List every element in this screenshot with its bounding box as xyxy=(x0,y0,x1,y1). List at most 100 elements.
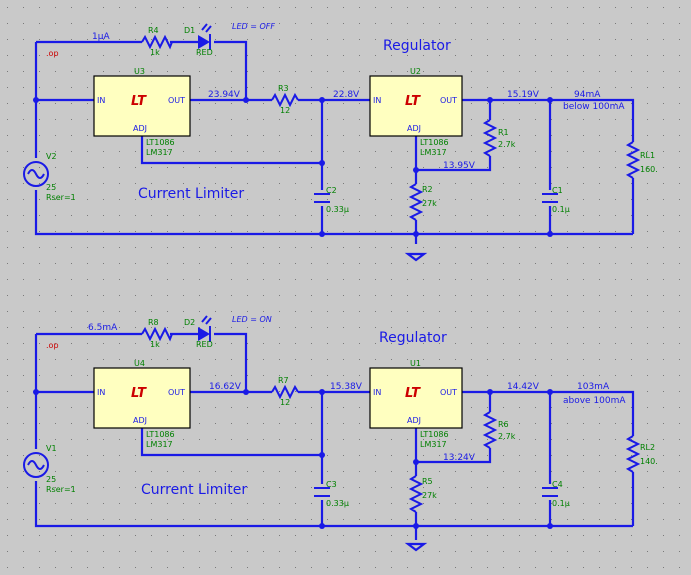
ic-pin-out: OUT xyxy=(168,96,185,105)
load-name: RL2 xyxy=(640,443,655,452)
junction xyxy=(33,389,39,395)
cap-name: C1 xyxy=(552,186,563,195)
regulator-ic[interactable]: IN OUT ADJ LT U2 LT1086 LM317 xyxy=(369,67,463,157)
ic-alt: LM317 xyxy=(146,440,173,449)
current-limiter-ic[interactable]: IN OUT ADJ LT U3 LT1086 LM317 xyxy=(93,67,191,157)
load-note: above 100mA xyxy=(563,396,626,406)
ic-pin-out: OUT xyxy=(440,388,457,397)
ic-name: U4 xyxy=(134,359,145,368)
ic-name: U3 xyxy=(134,67,145,76)
ground-icon xyxy=(404,542,428,552)
resistor-top[interactable]: R1 2.7k xyxy=(482,119,516,157)
junction xyxy=(413,459,419,465)
junction xyxy=(319,452,325,458)
r-bot-value: 27k xyxy=(422,199,437,208)
resistor-sense[interactable]: R7 12 xyxy=(271,376,299,407)
load-current-label: 103mA xyxy=(577,382,610,392)
junction xyxy=(243,389,249,395)
r-sense-value: 12 xyxy=(280,398,290,407)
ic-pin-out: OUT xyxy=(440,96,457,105)
r-led-name: R8 xyxy=(148,318,159,327)
r-led-value: 1k xyxy=(150,48,160,57)
ic-alt: LM317 xyxy=(146,148,173,157)
cap-value: 0.33µ xyxy=(326,499,349,508)
r-led-value: 1k xyxy=(150,340,160,349)
resistor-top[interactable]: R6 2.7k xyxy=(482,411,516,449)
resistor-sense[interactable]: R3 12 xyxy=(271,84,299,115)
junction xyxy=(413,231,419,237)
lt-logo-icon: LT xyxy=(131,386,147,401)
title-current-limiter: Current Limiter xyxy=(141,482,247,498)
capacitor-output[interactable]: C1 0.1µ xyxy=(542,186,570,214)
load-current-label: 94mA xyxy=(574,90,601,100)
r-sense-name: R7 xyxy=(278,376,289,385)
ic-pin-out: OUT xyxy=(168,388,185,397)
junction xyxy=(547,97,553,103)
wire-led-branch xyxy=(36,40,248,100)
ic-pin-adj: ADJ xyxy=(407,124,421,133)
circuit-top: V2 25 Rser=1 .op 1µA R4 1k D1 RED LED = … xyxy=(23,22,658,262)
r-bot-name: R5 xyxy=(422,477,433,486)
cap-name: C3 xyxy=(326,480,337,489)
capacitor-input[interactable]: C2 0.33µ xyxy=(314,186,349,214)
led-current-label: 1µA xyxy=(92,32,110,42)
source-value: 25 xyxy=(46,475,56,484)
ic-alt: LM317 xyxy=(420,440,447,449)
wire-reg-out xyxy=(462,98,635,234)
junction xyxy=(319,523,325,529)
source-rser: Rser=1 xyxy=(46,485,76,494)
junction xyxy=(319,97,325,103)
r-top-name: R1 xyxy=(498,128,509,137)
junction xyxy=(319,389,325,395)
ic-pin-in: IN xyxy=(97,96,105,105)
ic-pin-adj: ADJ xyxy=(133,416,147,425)
resistor-led[interactable]: R4 1k xyxy=(141,26,173,57)
junction xyxy=(243,97,249,103)
ic-pin-in: IN xyxy=(97,388,105,397)
source-name: V2 xyxy=(46,152,57,161)
wire-divider xyxy=(414,392,492,540)
ic-name: U1 xyxy=(410,359,421,368)
voltage-label: 14.42V xyxy=(507,382,540,392)
regulator-ic[interactable]: IN OUT ADJ LT U1 LT1086 LM317 xyxy=(369,359,463,449)
wire-limiter-adj xyxy=(140,136,322,165)
junction xyxy=(487,389,493,395)
led-diode[interactable]: D1 RED xyxy=(184,23,213,57)
source-rser: Rser=1 xyxy=(46,193,76,202)
led-diode[interactable]: D2 RED xyxy=(184,315,213,349)
capacitor-output[interactable]: C4 0.1µ xyxy=(542,480,570,508)
resistor-bottom[interactable]: R5 27k xyxy=(408,475,437,513)
wire-limiter-adj xyxy=(140,428,322,457)
junction xyxy=(33,97,39,103)
ic-pin-adj: ADJ xyxy=(133,124,147,133)
led-current-label: 6.5mA xyxy=(88,323,118,333)
source-name: V1 xyxy=(46,444,57,453)
led-state-note: LED = ON xyxy=(232,315,272,324)
ic-part: LT1086 xyxy=(420,430,449,439)
led-state-note: LED = OFF xyxy=(232,22,275,31)
wire-reg-out xyxy=(462,390,635,526)
junction xyxy=(547,231,553,237)
load-value: 160. xyxy=(640,165,658,174)
resistor-led[interactable]: R8 1k xyxy=(141,318,173,349)
r-sense-value: 12 xyxy=(280,106,290,115)
r-top-value: 2.7k xyxy=(498,140,516,149)
cap-value: 0.1µ xyxy=(552,499,570,508)
resistor-bottom[interactable]: R2 27k xyxy=(408,183,437,221)
lt-logo-icon: LT xyxy=(405,386,421,401)
voltage-source[interactable]: V1 25 Rser=1 xyxy=(23,444,76,494)
led-value: RED xyxy=(196,340,213,349)
cap-value: 0.1µ xyxy=(552,205,570,214)
r-bot-value: 27k xyxy=(422,491,437,500)
voltage-source[interactable]: V2 25 Rser=1 xyxy=(23,152,76,202)
current-limiter-ic[interactable]: IN OUT ADJ LT U4 LT1086 LM317 xyxy=(93,359,191,449)
junction xyxy=(547,389,553,395)
load-resistor[interactable]: RL2 140. xyxy=(625,435,658,473)
load-resistor[interactable]: RL1 160. xyxy=(625,141,658,179)
node-label-op: .op xyxy=(46,49,59,58)
r-top-name: R6 xyxy=(498,420,509,429)
source-value: 25 xyxy=(46,183,56,192)
load-value: 140. xyxy=(640,457,658,466)
capacitor-input[interactable]: C3 0.33µ xyxy=(314,480,349,508)
r-led-name: R4 xyxy=(148,26,159,35)
